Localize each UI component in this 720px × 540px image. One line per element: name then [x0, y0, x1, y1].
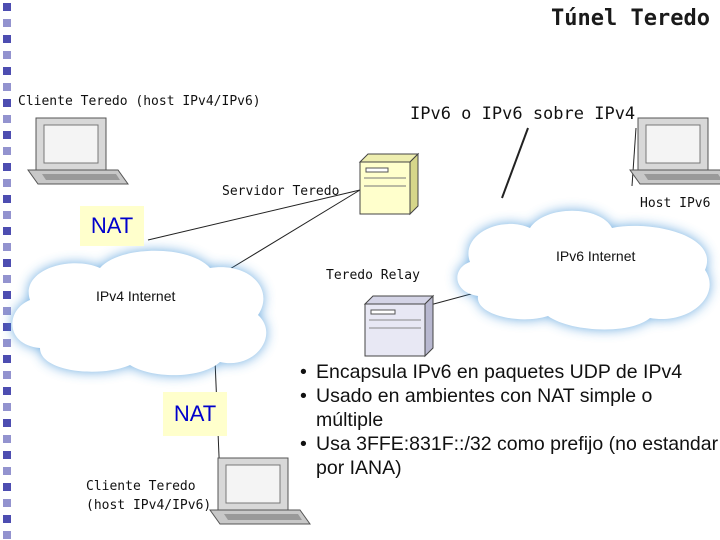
strip-square — [3, 243, 11, 251]
strip-square — [3, 195, 11, 203]
label-client-bottom-line2: (host IPv4/IPv6) — [86, 498, 212, 513]
feature-list: •Encapsula IPv6 en paquetes UDP de IPv4 … — [300, 360, 720, 480]
ipv4-cloud-icon — [12, 250, 267, 376]
decorative-strip — [3, 3, 11, 539]
label-ipv4-internet: IPv4 Internet — [96, 288, 176, 304]
strip-square — [3, 179, 11, 187]
strip-square — [3, 339, 11, 347]
computer-icon-host-ipv6 — [629, 117, 720, 185]
line-path-indicator-1 — [501, 127, 529, 199]
line-path-indicator-2 — [631, 127, 637, 187]
strip-square — [3, 3, 11, 11]
line-ipv4cloud-to-relay — [219, 189, 361, 276]
strip-square — [3, 323, 11, 331]
feature-item: •Usa 3FFE:831F::/32 como prefijo (no est… — [300, 433, 719, 479]
strip-square — [3, 19, 11, 27]
label-client-bottom-line1: Cliente Teredo — [86, 479, 196, 494]
feature-item: •Usado en ambientes con NAT simple o múl… — [300, 385, 653, 431]
strip-square — [3, 515, 11, 523]
strip-square — [3, 451, 11, 459]
strip-square — [3, 259, 11, 267]
strip-square — [3, 227, 11, 235]
strip-square — [3, 99, 11, 107]
strip-square — [3, 307, 11, 315]
strip-square — [3, 163, 11, 171]
nat-box-bottom: NAT — [163, 392, 227, 436]
strip-square — [3, 435, 11, 443]
strip-square — [3, 291, 11, 299]
ipv6-cloud-icon — [457, 210, 710, 330]
label-client-top: Cliente Teredo (host IPv4/IPv6) — [18, 94, 261, 109]
computer-icon-client-bottom — [209, 457, 311, 525]
label-ipv6-internet: IPv6 Internet — [556, 248, 636, 264]
feature-item: •Encapsula IPv6 en paquetes UDP de IPv4 — [300, 361, 683, 383]
feature-text: Encapsula IPv6 en paquetes UDP de IPv4 — [316, 361, 683, 383]
line-nat-to-server — [147, 189, 361, 241]
strip-square — [3, 371, 11, 379]
strip-square — [3, 483, 11, 491]
label-ipv6-path: IPv6 o IPv6 sobre IPv4 — [410, 104, 636, 124]
computer-icon-client-top — [27, 117, 129, 185]
strip-square — [3, 275, 11, 283]
strip-square — [3, 83, 11, 91]
strip-square — [3, 51, 11, 59]
label-relay: Teredo Relay — [326, 268, 420, 283]
strip-square — [3, 387, 11, 395]
strip-square — [3, 467, 11, 475]
server-icon-relay — [363, 294, 435, 358]
strip-square — [3, 419, 11, 427]
label-server: Servidor Teredo — [222, 184, 340, 199]
nat-box-top: NAT — [80, 206, 144, 246]
strip-square — [3, 211, 11, 219]
strip-square — [3, 67, 11, 75]
strip-square — [3, 35, 11, 43]
page-title: Túnel Teredo — [551, 6, 710, 31]
strip-square — [3, 115, 11, 123]
feature-text: Usa 3FFE:831F::/32 como prefijo (no esta… — [316, 433, 719, 479]
strip-square — [3, 147, 11, 155]
label-host-ipv6: Host IPv6 — [640, 196, 711, 211]
strip-square — [3, 531, 11, 539]
strip-square — [3, 499, 11, 507]
strip-square — [3, 355, 11, 363]
strip-square — [3, 403, 11, 411]
strip-square — [3, 131, 11, 139]
feature-text: Usado en ambientes con NAT simple o múlt… — [316, 385, 653, 431]
server-icon-teredo — [358, 152, 420, 216]
